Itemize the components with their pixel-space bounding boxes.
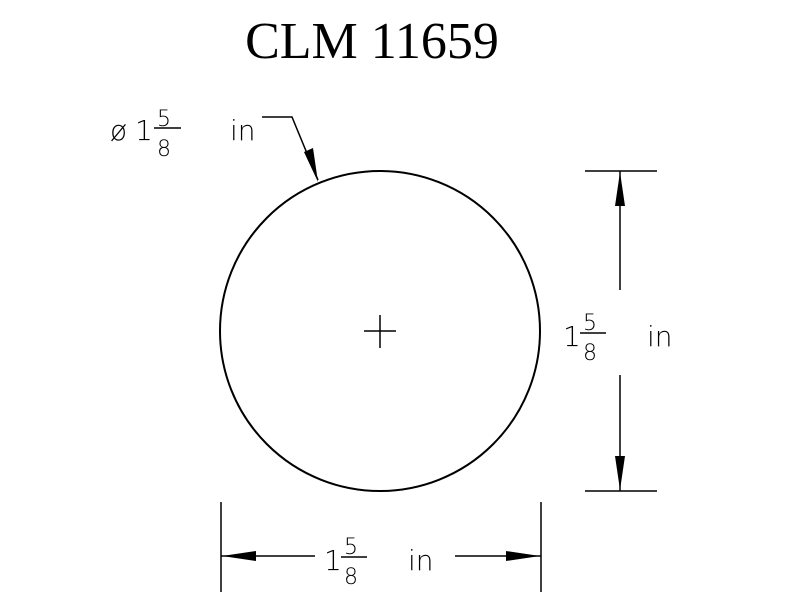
leader-arrow-icon (304, 148, 318, 182)
arrow-left-icon (222, 551, 256, 561)
width-numerator: 5 (344, 535, 358, 560)
height-dimension (585, 170, 657, 492)
diameter-numerator: 5 (157, 107, 171, 132)
height-unit: in (647, 320, 673, 353)
diameter-callout: ø 1 5 8 in (110, 107, 319, 182)
height-numerator: 5 (583, 311, 597, 336)
leader-line (262, 116, 319, 181)
height-denominator: 8 (583, 341, 597, 366)
width-dimension (220, 502, 542, 592)
width-denominator: 8 (344, 565, 358, 590)
arrow-right-icon (506, 551, 540, 561)
circle-profile (219, 170, 541, 492)
width-unit: in (408, 544, 434, 577)
height-whole: 1 (563, 320, 581, 353)
diameter-unit: in (230, 114, 256, 147)
arrow-down-icon (615, 456, 625, 490)
width-whole: 1 (324, 544, 342, 577)
arrow-up-icon (615, 172, 625, 206)
part-title: CLM 11659 (245, 13, 499, 70)
diameter-symbol: ø (110, 114, 127, 147)
diameter-denominator: 8 (157, 137, 171, 162)
center-mark (364, 315, 396, 348)
diameter-whole: 1 (135, 114, 153, 147)
